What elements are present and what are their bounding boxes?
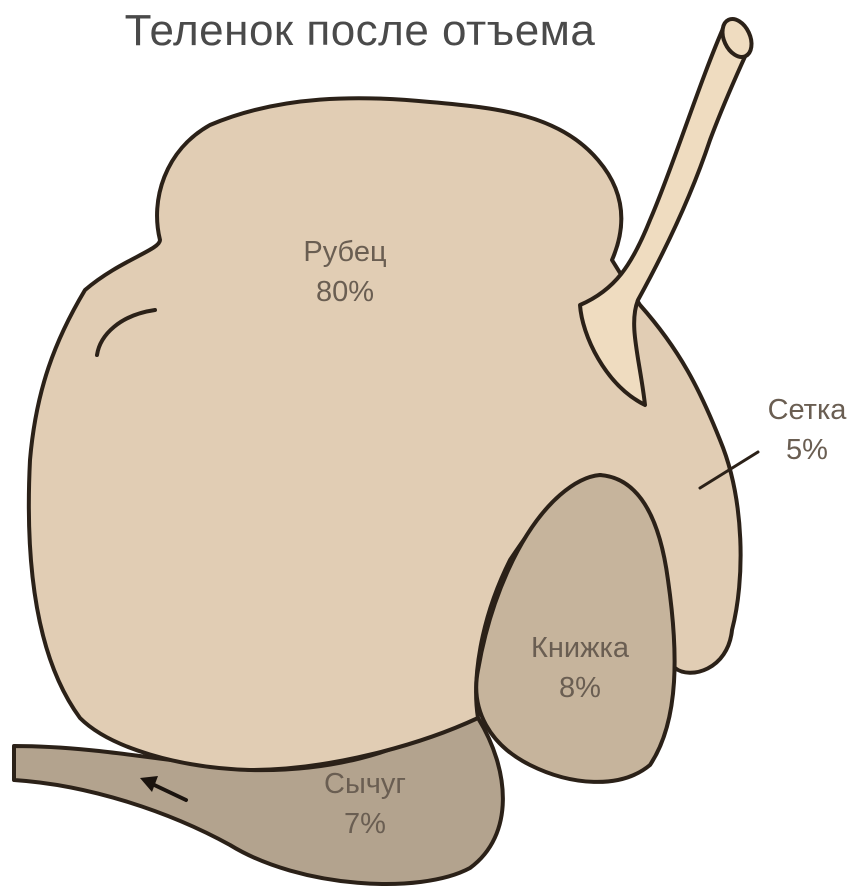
omasum-name: Книжка xyxy=(505,628,655,668)
reticulum-name: Сетка xyxy=(752,390,862,430)
omasum-label: Книжка 8% xyxy=(505,628,655,708)
abomasum-name: Сычуг xyxy=(290,764,440,804)
abomasum-percent: 7% xyxy=(290,804,440,844)
rumen-name: Рубец xyxy=(270,232,420,272)
reticulum-percent: 5% xyxy=(752,430,862,470)
rumen-label: Рубец 80% xyxy=(270,232,420,312)
rumen-percent: 80% xyxy=(270,272,420,312)
reticulum-label: Сетка 5% xyxy=(752,390,862,470)
omasum-percent: 8% xyxy=(505,668,655,708)
abomasum-label: Сычуг 7% xyxy=(290,764,440,844)
